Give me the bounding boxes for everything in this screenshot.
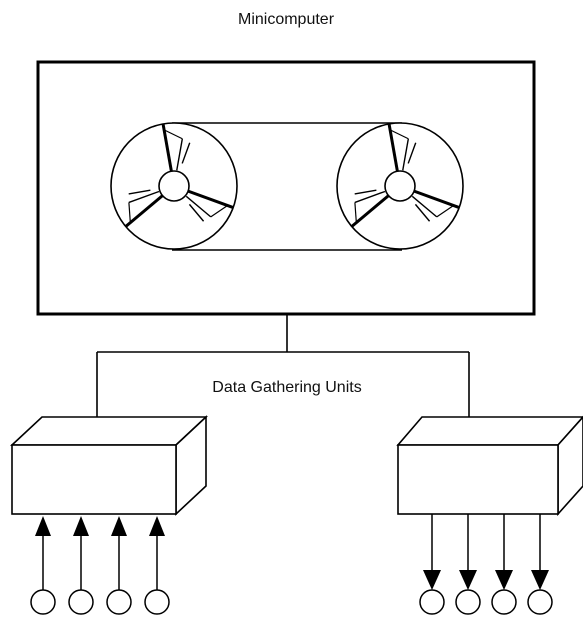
reel-spoke-inner xyxy=(185,195,212,218)
reel-spoke xyxy=(187,189,234,209)
tape-reel-left-icon xyxy=(110,122,238,250)
reel-spoke xyxy=(413,189,460,209)
reel-spoke-bar xyxy=(354,202,357,223)
sensor-circle-icon xyxy=(106,589,132,615)
sensor-circle-icon xyxy=(30,589,56,615)
sensor-2 xyxy=(68,516,94,615)
right-data-gathering-unit xyxy=(396,415,583,517)
reel-spoke-bar xyxy=(436,204,454,218)
arrow-down-icon xyxy=(531,570,549,590)
reel-spoke-bar xyxy=(210,204,228,218)
arrow-down-icon xyxy=(495,570,513,590)
tape-reel-right-icon xyxy=(336,122,464,250)
right-sensor-group xyxy=(419,514,553,615)
arrow-down-icon xyxy=(459,570,477,590)
arrow-up-icon xyxy=(149,516,165,536)
reel-spoke xyxy=(387,123,399,172)
arrow-up-icon xyxy=(35,516,51,536)
arrow-up-icon xyxy=(73,516,89,536)
reel-spoke-inner xyxy=(354,190,386,204)
reel-spoke-inner xyxy=(128,190,160,204)
arrow-down-icon xyxy=(423,570,441,590)
sensor-circle-icon xyxy=(455,589,481,615)
reel-spoke-inner xyxy=(414,203,431,222)
left-sensor-group xyxy=(30,516,170,615)
reel-spoke-bar xyxy=(163,129,183,140)
reel-spoke-inner xyxy=(181,142,191,164)
reel-spoke xyxy=(161,123,173,172)
sensor-4 xyxy=(144,516,170,615)
sensor-circle-icon xyxy=(491,589,517,615)
sensor-circle-icon xyxy=(527,589,553,615)
sensor-circle-icon xyxy=(419,589,445,615)
left-data-gathering-unit xyxy=(9,415,209,516)
reel-spoke-inner xyxy=(354,189,377,195)
sensor-1 xyxy=(30,516,56,615)
sensor-circle-icon xyxy=(68,589,94,615)
reel-spoke xyxy=(350,194,390,228)
arrow-up-icon xyxy=(111,516,127,536)
reel-spoke-inner xyxy=(128,189,151,195)
connection-lines xyxy=(96,314,470,417)
reel-spoke-inner xyxy=(176,138,184,171)
sensor-4 xyxy=(527,514,553,615)
reel-spoke-inner xyxy=(188,203,205,222)
reel-spoke-bar xyxy=(128,202,131,223)
data-gathering-units-label: Data Gathering Units xyxy=(212,379,361,396)
reel-spoke-inner xyxy=(411,195,438,218)
sensor-3 xyxy=(106,516,132,615)
reel-spoke-inner xyxy=(402,138,410,171)
reel-spoke-inner xyxy=(407,142,417,164)
sensor-2 xyxy=(455,514,481,615)
sensor-circle-icon xyxy=(144,589,170,615)
reel-spoke-bar xyxy=(389,129,409,140)
reel-spoke xyxy=(124,194,164,228)
minicomputer-title: Minicomputer xyxy=(238,11,335,28)
sensor-3 xyxy=(491,514,517,615)
sensor-1 xyxy=(419,514,445,615)
